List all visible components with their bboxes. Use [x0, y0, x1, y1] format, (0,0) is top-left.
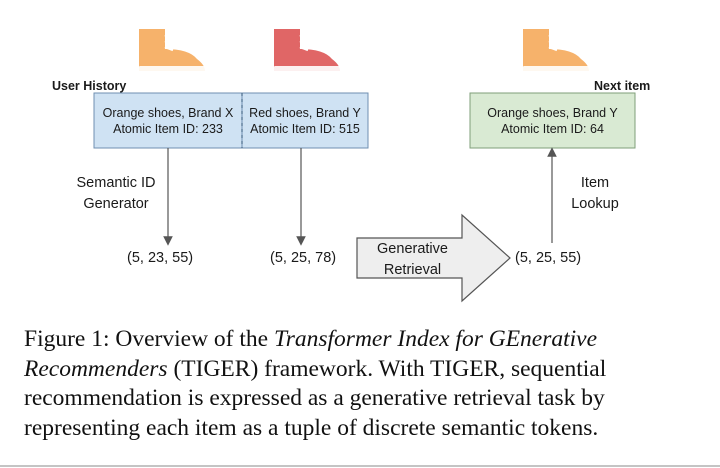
caption-figure-label: Figure 1: Overview of the — [24, 326, 274, 352]
item-lookup-line1: Item — [580, 175, 610, 191]
orange-shoe-icon — [137, 27, 207, 75]
caption-italic-title-1: Transformer Index for GEnerative — [273, 326, 598, 352]
generative-retrieval-label: Generative Retrieval — [360, 239, 465, 281]
orange-shoe-icon — [521, 27, 591, 75]
semantic-id-generator-line1: Semantic ID — [76, 175, 156, 191]
semantic-id-generator-label: Semantic ID Generator — [56, 173, 176, 215]
user-history-label: User History — [52, 79, 127, 93]
next-item-box — [469, 92, 636, 149]
caption-line-1: Figure 1: Overview of the Transformer In… — [24, 325, 606, 355]
next-item-text: Orange shoes, Brand Y Atomic Item ID: 64 — [470, 105, 635, 137]
figure-caption: Figure 1: Overview of the Transformer In… — [24, 325, 606, 443]
history-item-1-desc: Orange shoes, Brand X — [102, 106, 234, 120]
next-item-label: Next item — [594, 79, 651, 93]
item-lookup-line2: Lookup — [571, 196, 619, 212]
history-item-1-text: Orange shoes, Brand X Atomic Item ID: 23… — [94, 105, 242, 137]
caption-line-2-rest: (TIGER) framework. With TIGER, sequentia… — [167, 355, 607, 382]
history-item-2-text: Red shoes, Brand Y Atomic Item ID: 515 — [242, 105, 368, 137]
red-shoe-icon — [272, 27, 342, 75]
caption-line-3: recommendation is expressed as a generat… — [24, 385, 605, 411]
semantic-id-generator-line2: Generator — [83, 196, 149, 212]
next-item-id: Atomic Item ID: 64 — [501, 122, 604, 136]
generative-retrieval-arrow — [356, 213, 511, 303]
next-item-desc: Orange shoes, Brand Y — [487, 106, 618, 120]
history-item-2-desc: Red shoes, Brand Y — [249, 106, 361, 120]
history-item-box-1 — [93, 92, 243, 149]
generative-retrieval-line2: Retrieval — [383, 262, 442, 278]
caption-italic-title-2: Recommenders — [24, 355, 168, 382]
caption-line-4: representing each item as a tuple of dis… — [24, 414, 599, 441]
caption-line-2: Recommenders (TIGER) framework. With TIG… — [24, 355, 606, 385]
history-item-2-id: Atomic Item ID: 515 — [250, 122, 360, 136]
generative-retrieval-line1: Generative — [377, 241, 448, 257]
semantic-tuple-1: (5, 23, 55) — [127, 250, 194, 266]
semantic-tuple-2: (5, 25, 78) — [270, 250, 337, 266]
item-lookup-label: Item Lookup — [555, 173, 635, 215]
history-item-box-2 — [241, 92, 369, 149]
semantic-tuple-predicted: (5, 25, 55) — [515, 250, 582, 266]
history-item-1-id: Atomic Item ID: 233 — [113, 122, 223, 136]
